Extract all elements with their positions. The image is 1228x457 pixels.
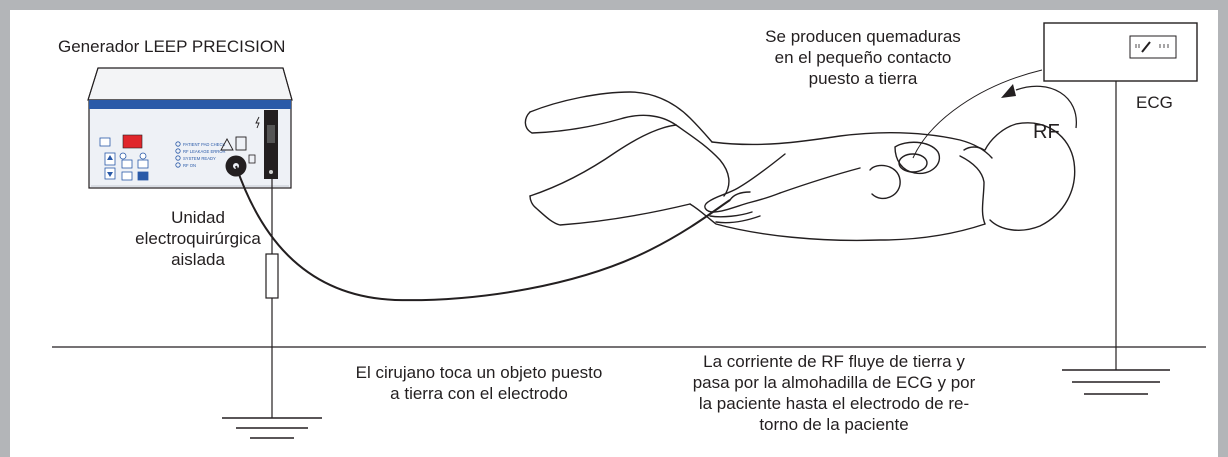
burn-label-line: puesto a tierra	[808, 69, 918, 88]
status-item: PATIENT PAD CHECK	[183, 142, 225, 147]
leep-generator-device: PATIENT PAD CHECK RF LEAKAGE ERROR SYSTE…	[87, 67, 293, 189]
status-item: RF LEAKAGE ERROR	[183, 149, 226, 154]
keypad-button	[139, 152, 147, 160]
surgeon-label-line: a tierra con el electrodo	[390, 384, 568, 403]
lightning-icon	[255, 116, 260, 129]
patient-symbol-icon	[235, 136, 247, 151]
burn-label-line: Se producen quemaduras	[765, 27, 961, 46]
burn-label-line: en el pequeño contacto	[774, 48, 952, 67]
current-label: La corriente de RF fluye de tierra y pas…	[664, 351, 1004, 435]
current-label-line: pasa por la almohadilla de ECG y por	[692, 373, 976, 392]
generator-title: Generador LEEP PRECISION	[58, 37, 286, 56]
keypad-button	[137, 159, 149, 169]
status-item: SYSTEM READY	[183, 156, 216, 161]
surgeon-label-line: El cirujano toca un objeto puesto	[355, 363, 603, 382]
surgeon-label: El cirujano toca un objeto puesto a tier…	[314, 362, 644, 404]
warning-icon	[220, 138, 234, 151]
unit-label-line: electroquirúrgica	[135, 229, 261, 248]
current-label-line: torno de la paciente	[759, 415, 909, 434]
current-label-line: la paciente hasta el electrodo de re-	[698, 394, 970, 413]
power-display	[122, 134, 143, 149]
surgeon-ground-path	[222, 179, 322, 439]
keypad-button	[121, 171, 133, 181]
current-label-line: La corriente de RF fluye de tierra y	[703, 352, 965, 371]
down-arrow-icon	[107, 172, 113, 177]
ecg-label: ECG	[1136, 93, 1173, 112]
keypad-button	[99, 137, 111, 147]
status-list: PATIENT PAD CHECK RF LEAKAGE ERROR SYSTE…	[175, 141, 226, 168]
rf-arrowhead-icon	[1001, 84, 1016, 98]
rf-arc-arrow	[1015, 85, 1077, 129]
patient-type-icon	[248, 154, 256, 164]
unit-label-line: Unidad	[171, 208, 225, 227]
burn-label: Se producen quemaduras en el pequeño con…	[728, 26, 998, 89]
unit-label: Unidad electroquirúrgica aislada	[118, 207, 278, 270]
ecg-monitor	[1043, 22, 1198, 395]
unit-label-line: aislada	[171, 250, 225, 269]
return-electrode-cable	[235, 165, 731, 302]
keypad-button	[119, 152, 127, 160]
keypad-button	[137, 171, 149, 181]
up-arrow-icon	[107, 155, 113, 160]
handpiece-port	[264, 110, 278, 179]
keypad-button	[121, 159, 133, 169]
rf-label: RF	[1033, 121, 1060, 143]
burn-pointer-line	[912, 69, 1043, 159]
patient-figure	[524, 91, 1076, 242]
status-item: RF ON	[183, 163, 196, 168]
